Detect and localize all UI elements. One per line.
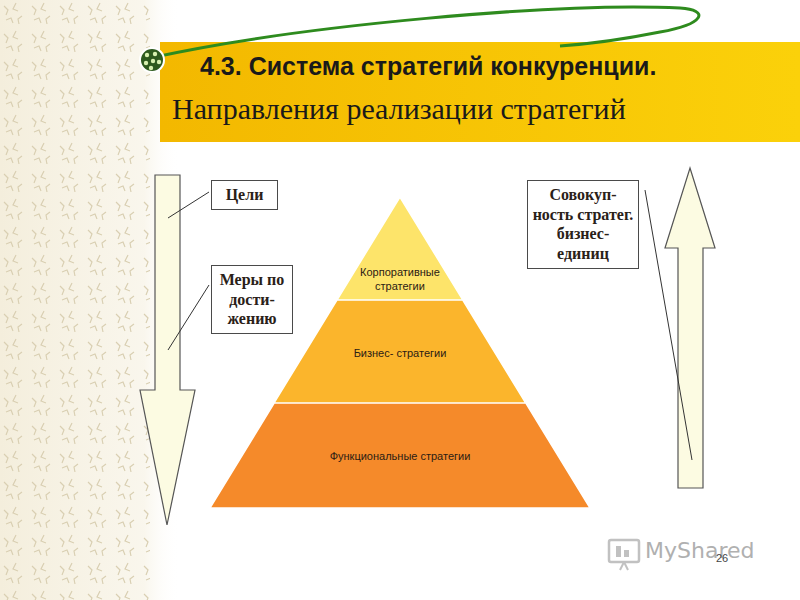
texture-ground: [0, 0, 180, 600]
down-arrow: [140, 175, 195, 525]
tier-fill: [337, 197, 463, 300]
tier-label: Корпоративные стратегии: [337, 265, 463, 294]
leader-line: [168, 192, 209, 218]
leader-line: [645, 190, 692, 460]
box-label: Меры по дости- жению: [216, 270, 288, 329]
box-label: Совокуп- ность стратег. бизнес- единиц: [532, 185, 634, 263]
watermark: MyShared: [645, 538, 754, 563]
tier-text-wrap: Корпоративные стратегии: [337, 265, 463, 294]
green-swoosh: [150, 7, 699, 58]
subtitle: Направления реализации стратегий: [172, 92, 626, 126]
up-arrow: [665, 168, 715, 488]
tier-label: Функциональные стратегии: [210, 449, 590, 463]
tier-text-wrap: Функциональные стратегии: [210, 449, 590, 463]
tier-fill: [274, 300, 526, 403]
pyramid-tier: Корпоративные стратегии: [337, 197, 463, 300]
units-box: Совокуп- ность стратег. бизнес- единиц: [527, 180, 639, 269]
tier-label: Бизнес- стратегии: [274, 346, 526, 360]
tier-fill: [210, 403, 590, 508]
pyramid-tier: Бизнес- стратегии: [274, 300, 526, 403]
box-label: Цели: [216, 185, 273, 205]
leader-line: [168, 285, 209, 350]
page-number: 26: [716, 552, 728, 564]
title-band: [160, 42, 800, 142]
texture: [0, 0, 150, 600]
bullet-icon: [140, 48, 164, 72]
goal-box: Цели: [211, 180, 278, 210]
watermark-icon: [609, 540, 639, 570]
measures-box: Меры по дости- жению: [211, 265, 293, 334]
slide-title: 4.3. Система стратегий конкуренции.: [200, 52, 656, 81]
tier-text-wrap: Бизнес- стратегии: [274, 346, 526, 360]
pyramid-tier: Функциональные стратегии: [210, 403, 590, 508]
